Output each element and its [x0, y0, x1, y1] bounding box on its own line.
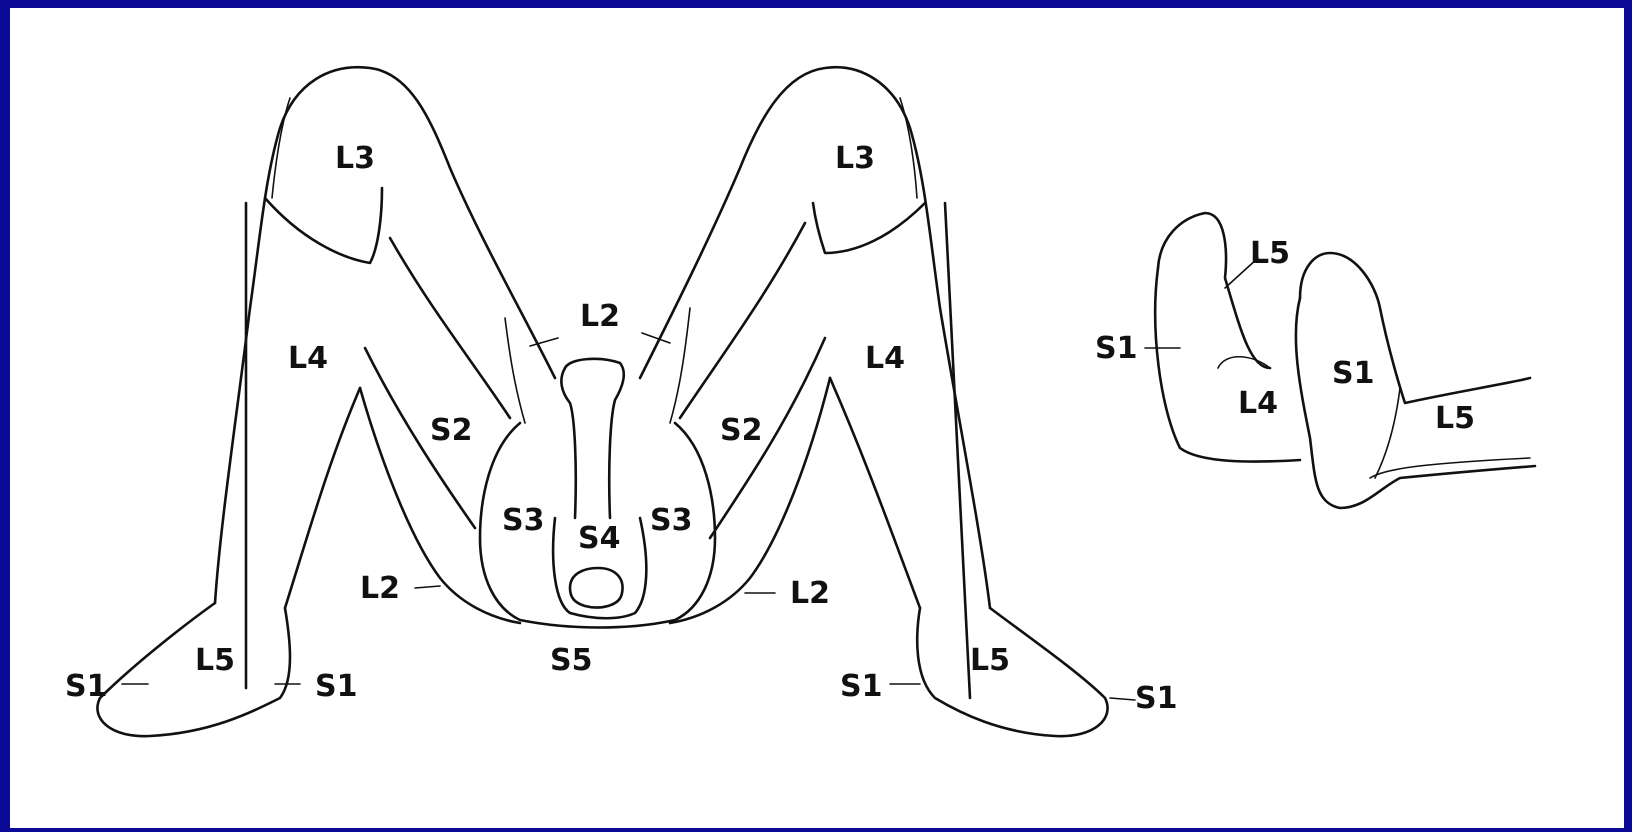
label-s1-right-inner: S1 — [840, 669, 882, 704]
label-s3-right: S3 — [650, 503, 692, 538]
label-feet-l4: L4 — [1238, 386, 1278, 421]
label-s2-left: S2 — [430, 413, 472, 448]
label-feet-s1-sole: S1 — [1332, 356, 1374, 391]
label-l4-left: L4 — [288, 341, 328, 376]
label-l2-right: L2 — [790, 576, 830, 611]
label-feet-l5-leg: L5 — [1435, 401, 1475, 436]
label-l2-top: L2 — [580, 299, 620, 334]
label-s3-left: S3 — [502, 503, 544, 538]
label-l2-left: L2 — [360, 571, 400, 606]
label-l3-right: L3 — [835, 141, 875, 176]
label-l4-right: L4 — [865, 341, 905, 376]
perineum-outline — [480, 308, 715, 628]
label-s2-right: S2 — [720, 413, 762, 448]
label-s5: S5 — [550, 643, 592, 678]
label-s1-left-inner: S1 — [315, 669, 357, 704]
label-s1-far-left: S1 — [65, 669, 107, 704]
label-l3-left: L3 — [335, 141, 375, 176]
label-feet-l5-top: L5 — [1250, 236, 1290, 271]
left-leg-outline — [97, 67, 555, 736]
label-leaders — [122, 258, 1258, 700]
label-feet-s1-left: S1 — [1095, 331, 1137, 366]
diagram-canvas: L3 L3 L4 L4 L2 S2 S2 S3 S3 S4 S5 L2 L2 L… — [10, 8, 1624, 828]
dermatome-drawing: L3 L3 L4 L4 L2 S2 S2 S3 S3 S4 S5 L2 L2 L… — [10, 8, 1624, 828]
label-l5-right: L5 — [970, 643, 1010, 678]
label-l5-left: L5 — [195, 643, 235, 678]
label-s1-far-right: S1 — [1135, 681, 1177, 716]
label-s4: S4 — [578, 521, 620, 556]
